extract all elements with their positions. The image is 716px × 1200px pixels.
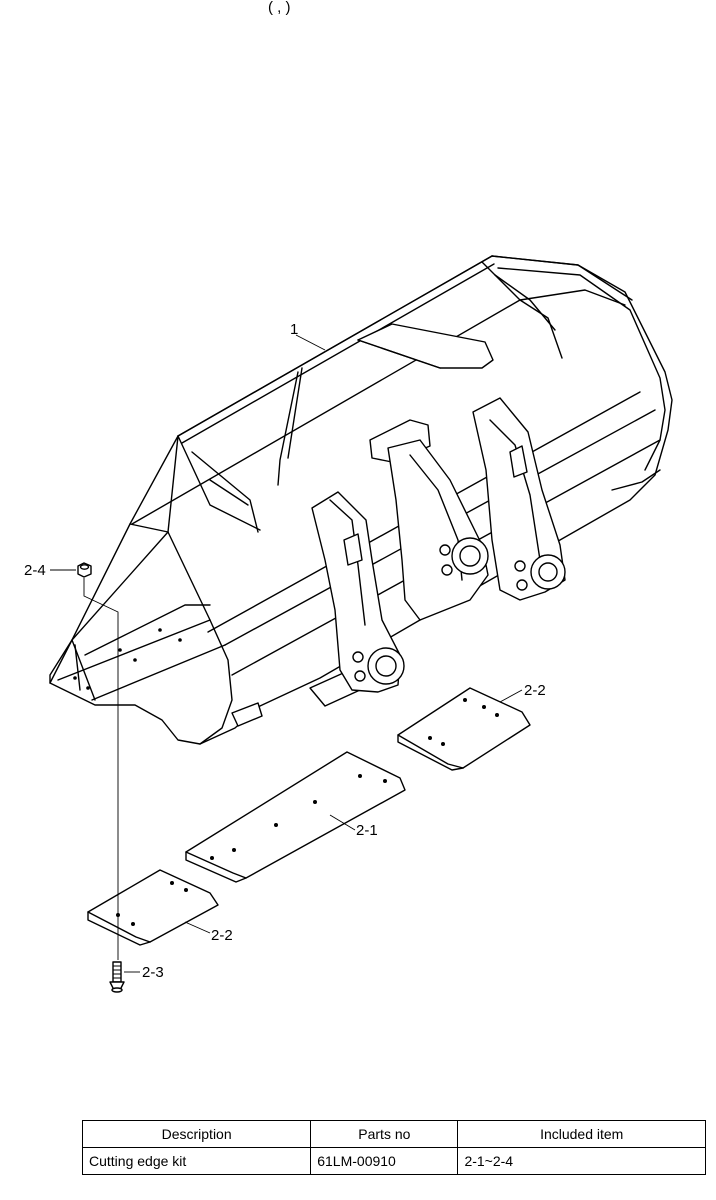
assembly-centerline: [83, 578, 119, 960]
callout-edge-left: 2-2: [211, 927, 233, 944]
callout-bucket: 1: [290, 321, 298, 338]
callout-edge-right: 2-2: [524, 682, 546, 699]
header-included-item: Included item: [457, 1120, 706, 1148]
table-header-row: Description Parts no Included item: [81, 1120, 706, 1148]
cell-description: Cutting edge kit: [81, 1147, 312, 1175]
bucket-drawing: [49, 255, 673, 745]
nut-part: [77, 562, 92, 578]
header-parts-no: Parts no: [310, 1120, 459, 1148]
callout-nut: 2-4: [24, 562, 46, 579]
leader-lines: [50, 334, 523, 973]
callout-edge-center: 2-1: [356, 822, 378, 839]
cutting-edge-left: [87, 869, 219, 946]
callout-bolt: 2-3: [142, 964, 164, 981]
cell-included-item: 2-1~2-4: [457, 1147, 706, 1175]
header-fragment: ( , ): [268, 0, 291, 16]
parts-table: Description Parts no Included item Cutti…: [81, 1120, 706, 1175]
cutting-edge-right: [397, 687, 531, 771]
cell-parts-no: 61LM-00910: [310, 1147, 459, 1175]
bolt-part: [109, 961, 125, 993]
cutting-edge-center: [185, 751, 406, 883]
table-row: Cutting edge kit 61LM-00910 2-1~2-4: [81, 1147, 706, 1175]
header-description: Description: [81, 1120, 312, 1148]
exploded-parts-diagram: ( , ): [24, 0, 673, 993]
